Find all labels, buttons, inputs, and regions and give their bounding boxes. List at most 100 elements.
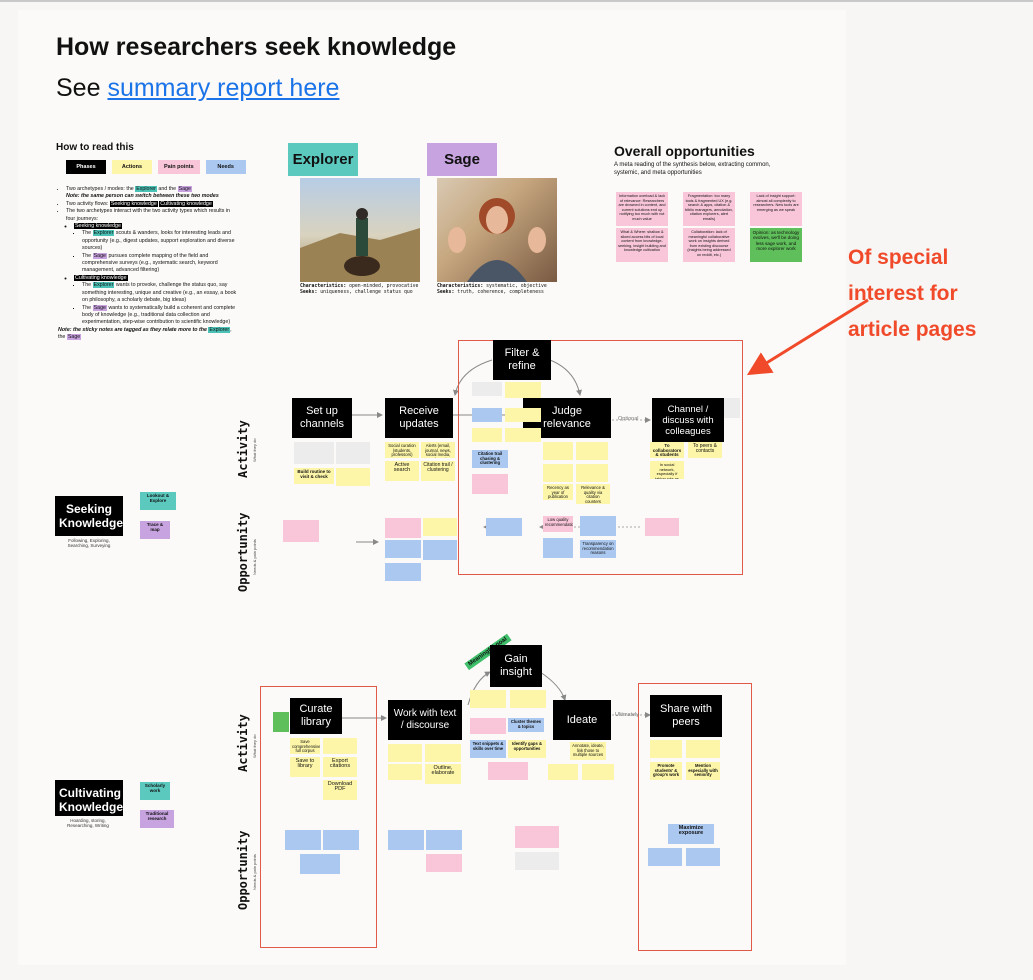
opportunity-card: Lack of insight support: almost all comp… <box>750 192 802 226</box>
sticky-outline-elaborate: Outline, elaborate <box>425 764 461 784</box>
flow-arrow <box>549 359 582 396</box>
sticky-note <box>510 690 546 708</box>
explorer-tag: Explorer <box>92 230 115 237</box>
explorer-photo-illustration <box>300 208 420 282</box>
sage-tag: Sage <box>66 334 82 341</box>
sticky-download-pdf: Download PDF <box>323 780 357 800</box>
top-border <box>0 0 1033 2</box>
sticky-note <box>472 428 502 442</box>
sticky-note <box>515 826 559 848</box>
sticky-cluster-themes: Cluster themes & topics <box>508 718 544 732</box>
highlight-box-share <box>638 683 752 951</box>
note-text: scouts & wanders, looks for interesting … <box>82 230 235 252</box>
sticky-note <box>724 398 740 418</box>
phase-set-up-channels: Set up channels <box>292 398 352 438</box>
note-text: pursues complete mapping of the field an… <box>82 252 218 274</box>
sticky-export-citations: Export citations <box>323 757 357 777</box>
sticky-note <box>645 518 679 536</box>
phase-receive-updates: Receive updates <box>385 398 453 438</box>
caption-label: Characteristics: <box>300 284 347 289</box>
sticky-note <box>472 408 502 422</box>
legend-phases: Phases <box>66 160 106 174</box>
legend: Phases Actions Pain points Needs <box>66 160 246 174</box>
page-title: How researchers seek knowledge <box>56 33 457 61</box>
highlight-box-filter-judge <box>458 340 743 575</box>
sticky-note <box>323 738 357 754</box>
sticky-active-search: Active search <box>385 461 419 481</box>
phase-work-with-text: Work with text / discourse <box>388 700 462 740</box>
sage-photo-illustration <box>448 198 546 282</box>
row-label-opportunity: Opportunity <box>236 830 250 910</box>
opportunity-card: Fragmentation: too many tools & fragment… <box>683 192 735 226</box>
opportunity-card: Collaboration: lack of meaningful collab… <box>683 228 735 262</box>
opportunity-card: Opinion: as technology evolves, we'll be… <box>750 228 802 262</box>
journey-tag: Traditional research <box>140 810 174 828</box>
note-text: the <box>58 334 67 341</box>
callout-arrow <box>746 298 869 376</box>
sticky-note <box>423 540 457 560</box>
journey-seeking-knowledge: Seeking Knowledge <box>55 496 123 536</box>
explorer-caption: Characteristics: open-minded, provocativ… <box>300 284 430 296</box>
sticky-note <box>470 690 506 708</box>
sticky-note <box>385 518 421 538</box>
row-sublabel-activity: What they do <box>252 438 257 462</box>
sticky-note <box>505 428 541 442</box>
sticky-relevance: Relevance & quality via citation counter… <box>576 484 610 504</box>
sticky-save-comprehensive: Save comprehensive, full corpus <box>290 738 320 754</box>
legend-pain-points: Pain points <box>158 160 200 174</box>
explorer-photo <box>300 178 420 282</box>
sticky-promote: Promote students' & group's work <box>650 762 682 780</box>
row-label-opportunity: Opportunity <box>236 512 250 592</box>
sticky-to-collaborators: To collaborators & students <box>650 442 684 458</box>
journey-seeking-sub: Following, Exploring, Searching, Surveyi… <box>67 538 111 548</box>
explorer-seeks: uniqueness, challenge status quo <box>320 290 413 295</box>
phase-gain-insight: Gain insight <box>490 645 542 687</box>
sage-tag: Sage <box>177 186 192 192</box>
journey-cultivating-knowledge: Cultivating Knowledge <box>55 780 123 816</box>
persona-explorer-label: Explorer <box>288 143 358 176</box>
sage-characteristics: systematic, objective <box>486 284 547 289</box>
explorer-tag: Explorer <box>92 282 115 289</box>
sticky-note <box>576 464 608 482</box>
callout-line: interest for <box>848 282 958 305</box>
sticky-note <box>648 848 682 866</box>
note-text: wants to provoke, challenge the status q… <box>82 282 237 304</box>
sticky-build-routine: Build routine to visit & check <box>294 468 334 484</box>
caption-label: Seeks: <box>300 290 318 295</box>
sticky-note <box>388 830 424 850</box>
sticky-note <box>336 468 370 486</box>
sticky-mention: Mention especially with seniority <box>686 762 720 780</box>
sticky-note <box>323 830 359 850</box>
note-text: The two archetypes interact with the two… <box>66 208 230 222</box>
legend-actions: Actions <box>112 160 152 174</box>
note-text: Note: the same person can switch between… <box>66 193 219 200</box>
note-text: The <box>82 252 93 259</box>
note-text: The <box>82 282 93 289</box>
caption-label: Seeks: <box>437 290 455 295</box>
caption-label: Characteristics: <box>437 284 484 289</box>
sticky-note <box>582 764 614 780</box>
flow-tag: Cultivating knowledge <box>159 200 213 207</box>
sticky-note <box>472 382 502 396</box>
row-sublabel-activity: What they do <box>252 734 257 758</box>
sticky-low-quality: Low quality recommendations <box>543 516 573 532</box>
sticky-note <box>294 442 334 464</box>
optional-label: Optional <box>618 416 639 422</box>
sticky-save-to-library: Save to library <box>290 757 320 777</box>
sticky-note <box>486 518 522 536</box>
sticky-note <box>300 854 340 874</box>
note-text: wants to systematically build a coherent… <box>82 304 236 326</box>
sticky-note <box>505 408 541 422</box>
summary-report-link[interactable]: summary report here <box>107 74 340 102</box>
sticky-note <box>336 442 370 464</box>
sage-seeks: truth, coherence, completeness <box>457 290 544 295</box>
sticky-note <box>385 563 421 581</box>
flow-arrow <box>467 671 491 706</box>
sticky-note <box>426 830 462 850</box>
sticky-citation-trail: Citation trail / clustering <box>421 461 455 481</box>
journey-tag: Lookout & Explore <box>140 492 176 510</box>
opportunities-title: Overall opportunities <box>614 143 755 159</box>
sticky-annotate: Annotate, ideate, link those to multiple… <box>570 742 606 760</box>
sticky-alerts: Alerts (email, journal, news, social med… <box>421 442 455 458</box>
